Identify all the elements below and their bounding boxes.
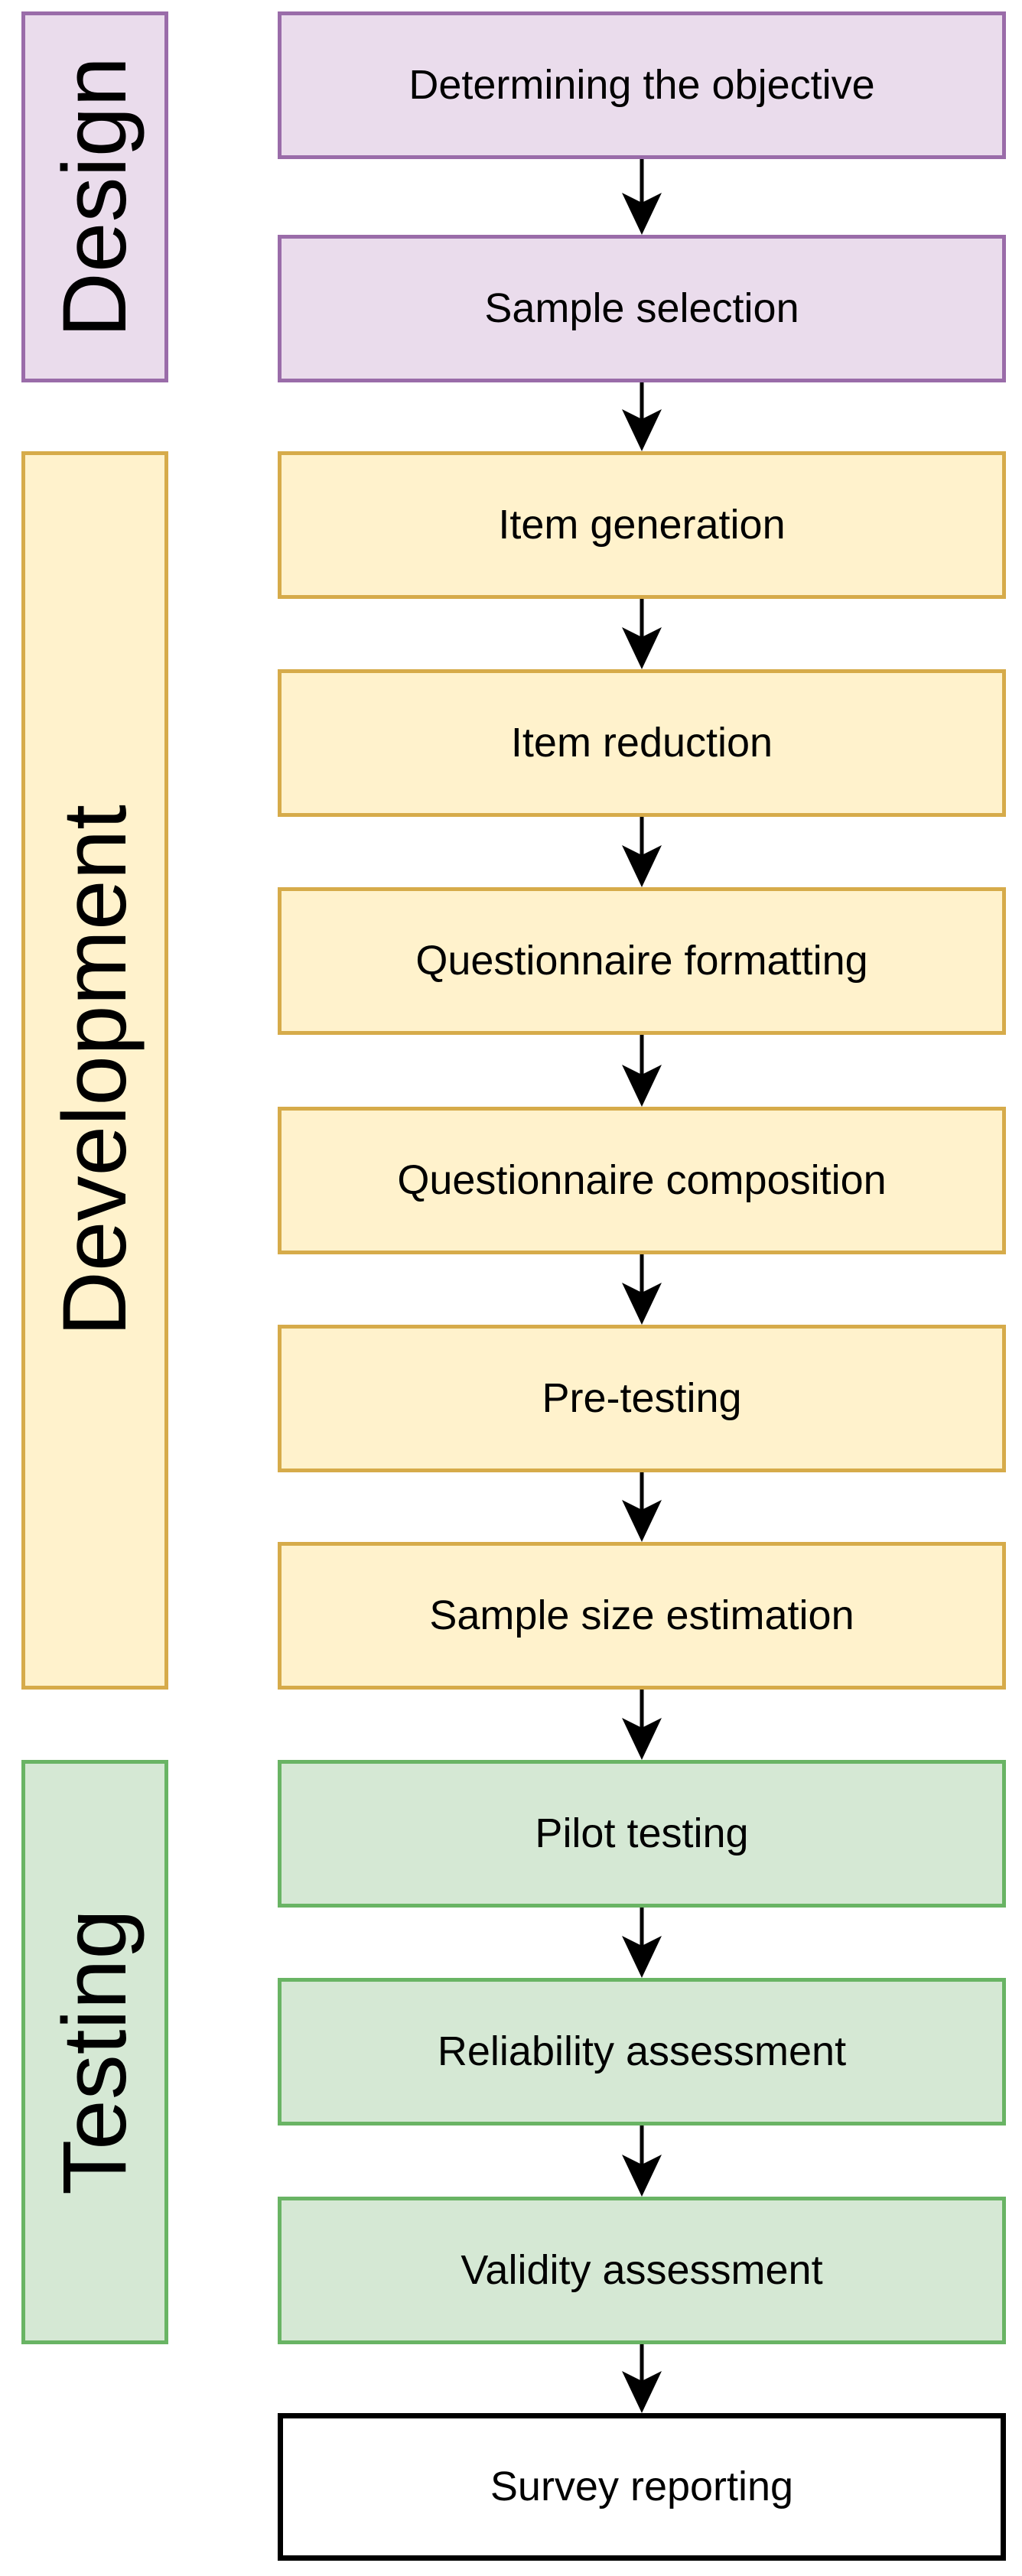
arrow-head-icon xyxy=(622,845,662,887)
section-label-text: Testing xyxy=(44,1909,145,2195)
flow-step: Pre-testing xyxy=(278,1325,1006,1472)
flow-step-label: Item reduction xyxy=(510,720,773,766)
flow-arrow xyxy=(622,817,662,887)
flow-step: Item generation xyxy=(278,451,1006,599)
section-label-testing: Testing xyxy=(21,1760,168,2344)
flow-step: Validity assessment xyxy=(278,2197,1006,2344)
arrow-head-icon xyxy=(622,409,662,451)
flow-step-label: Reliability assessment xyxy=(437,2028,847,2075)
flow-step: Sample selection xyxy=(278,235,1006,382)
flow-step-label: Pre-testing xyxy=(542,1375,742,1422)
flow-arrow xyxy=(622,599,662,669)
flow-arrow xyxy=(622,2344,662,2413)
flow-step: Determining the objective xyxy=(278,11,1006,159)
flow-arrow xyxy=(622,2126,662,2197)
flow-step-label: Sample size estimation xyxy=(429,1592,854,1639)
flow-step-final: Survey reporting xyxy=(278,2413,1006,2561)
section-label-design: Design xyxy=(21,11,168,382)
flow-step: Sample size estimation xyxy=(278,1542,1006,1690)
section-label-text: Design xyxy=(44,56,145,338)
flow-arrow xyxy=(622,1908,662,1978)
arrow-head-icon xyxy=(622,193,662,235)
arrow-head-icon xyxy=(622,2155,662,2197)
section-label-text: Development xyxy=(44,804,145,1337)
arrow-head-icon xyxy=(622,1065,662,1107)
flow-step: Item reduction xyxy=(278,669,1006,817)
flow-step: Questionnaire formatting xyxy=(278,887,1006,1035)
flow-step-label: Sample selection xyxy=(484,285,799,332)
flow-step-label: Validity assessment xyxy=(461,2247,823,2294)
arrow-head-icon xyxy=(622,1936,662,1978)
flow-arrow xyxy=(622,382,662,451)
arrow-head-icon xyxy=(622,1718,662,1760)
arrow-head-icon xyxy=(622,627,662,669)
arrow-head-icon xyxy=(622,1283,662,1325)
flow-arrow xyxy=(622,159,662,235)
flow-step-label: Pilot testing xyxy=(535,1810,749,1857)
flow-arrow xyxy=(622,1035,662,1107)
arrow-head-icon xyxy=(622,1500,662,1542)
flow-arrow xyxy=(622,1254,662,1325)
arrow-head-icon xyxy=(622,2371,662,2413)
flow-step-label: Questionnaire composition xyxy=(397,1157,887,1204)
flow-step-label: Item generation xyxy=(498,502,786,548)
flow-step-label: Determining the objective xyxy=(408,62,875,109)
flow-step-label: Survey reporting xyxy=(490,2464,794,2510)
flow-step: Reliability assessment xyxy=(278,1978,1006,2126)
flow-step-label: Questionnaire formatting xyxy=(415,938,868,984)
flow-step: Questionnaire composition xyxy=(278,1107,1006,1254)
section-label-development: Development xyxy=(21,451,168,1690)
flow-arrow xyxy=(622,1690,662,1760)
flow-step: Pilot testing xyxy=(278,1760,1006,1908)
flow-arrow xyxy=(622,1472,662,1542)
